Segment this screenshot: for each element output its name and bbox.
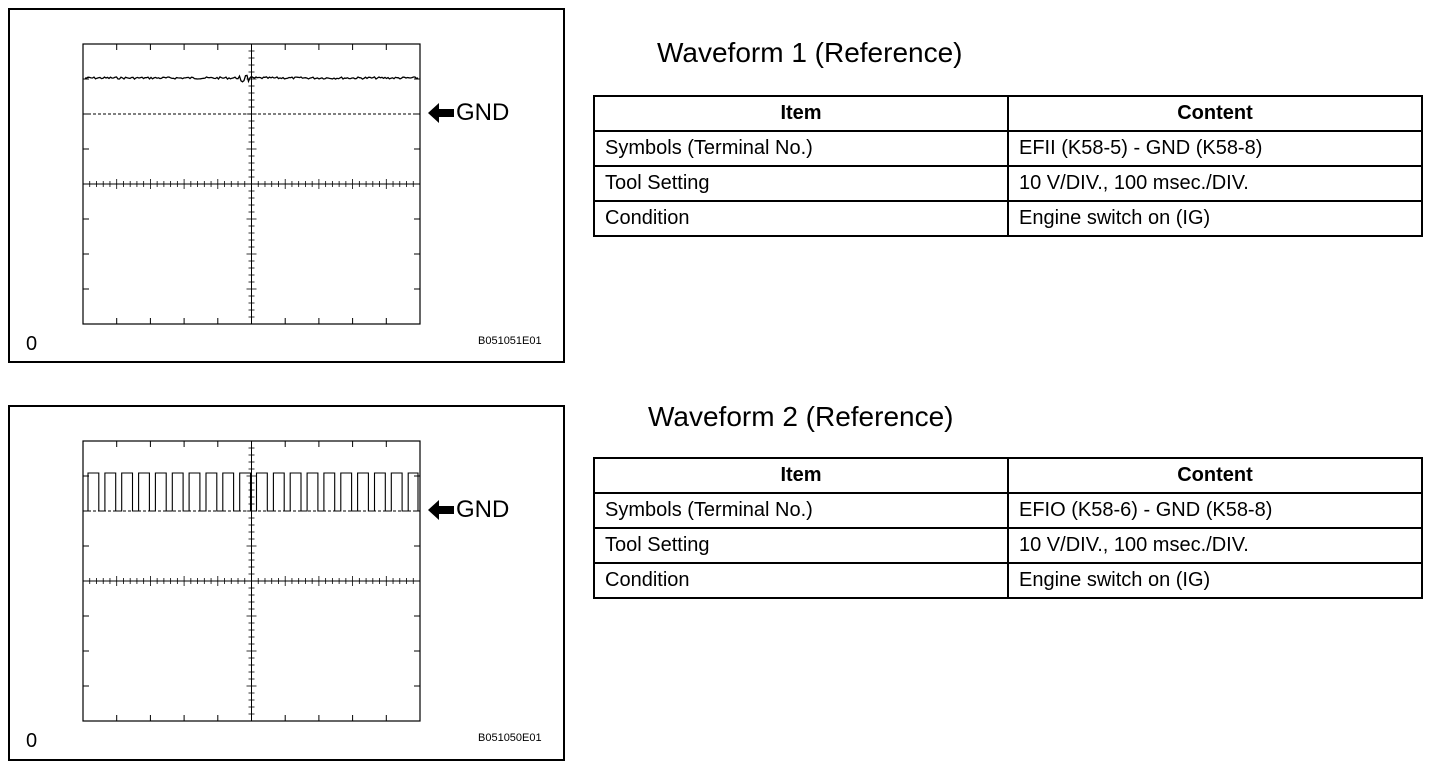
table-row: Tool Setting 10 V/DIV., 100 msec./DIV.	[593, 165, 1423, 202]
info-table-1: Item Content Symbols (Terminal No.) EFII…	[593, 95, 1423, 237]
zero-label-2: 0	[26, 730, 38, 752]
signal-trace	[85, 472, 419, 512]
figure-code-2: B051050E01	[478, 732, 542, 744]
oscilloscope-panel-2: 0 B051050E01	[8, 405, 565, 761]
table-cell: Tool Setting	[593, 527, 1009, 564]
zero-label-1: 0	[26, 333, 38, 355]
table-header-row: Item Content	[593, 457, 1423, 494]
info-table-2: Item Content Symbols (Terminal No.) EFIO…	[593, 457, 1423, 599]
table-row: Condition Engine switch on (IG)	[593, 200, 1423, 237]
oscilloscope-screen-2	[82, 440, 421, 722]
oscilloscope-panel-1: 0 B051051E01	[8, 8, 565, 363]
signal-trace	[84, 74, 419, 84]
table-row: Tool Setting 10 V/DIV., 100 msec./DIV.	[593, 527, 1423, 564]
table-cell: 10 V/DIV., 100 msec./DIV.	[1007, 165, 1423, 202]
table-cell: 10 V/DIV., 100 msec./DIV.	[1007, 527, 1423, 564]
table-header-cell: Content	[1007, 457, 1423, 494]
gnd-label-1: GND	[456, 99, 510, 126]
table-cell: Symbols (Terminal No.)	[593, 492, 1009, 529]
table-header-row: Item Content	[593, 95, 1423, 132]
gnd-marker-1: GND	[428, 100, 509, 126]
table-cell: Tool Setting	[593, 165, 1009, 202]
table-row: Condition Engine switch on (IG)	[593, 562, 1423, 599]
table-row: Symbols (Terminal No.) EFII (K58-5) - GN…	[593, 130, 1423, 167]
table-cell: Condition	[593, 562, 1009, 599]
table-row: Symbols (Terminal No.) EFIO (K58-6) - GN…	[593, 492, 1423, 529]
table-cell: Symbols (Terminal No.)	[593, 130, 1009, 167]
gnd-label-2: GND	[456, 496, 510, 523]
table-cell: Engine switch on (IG)	[1007, 200, 1423, 237]
gnd-marker-2: GND	[428, 497, 509, 523]
table-header-cell: Item	[593, 95, 1009, 132]
arrow-left-icon	[428, 103, 454, 123]
oscilloscope-screen-1	[82, 43, 421, 325]
table-header-cell: Content	[1007, 95, 1423, 132]
table-cell: Condition	[593, 200, 1009, 237]
table-header-cell: Item	[593, 457, 1009, 494]
waveform-title-2: Waveform 2 (Reference)	[648, 401, 954, 432]
figure-code-1: B051051E01	[478, 335, 542, 347]
table-cell: Engine switch on (IG)	[1007, 562, 1423, 599]
table-cell: EFII (K58-5) - GND (K58-8)	[1007, 130, 1423, 167]
table-cell: EFIO (K58-6) - GND (K58-8)	[1007, 492, 1423, 529]
waveform-title-1: Waveform 1 (Reference)	[657, 37, 963, 68]
arrow-left-icon	[428, 500, 454, 520]
